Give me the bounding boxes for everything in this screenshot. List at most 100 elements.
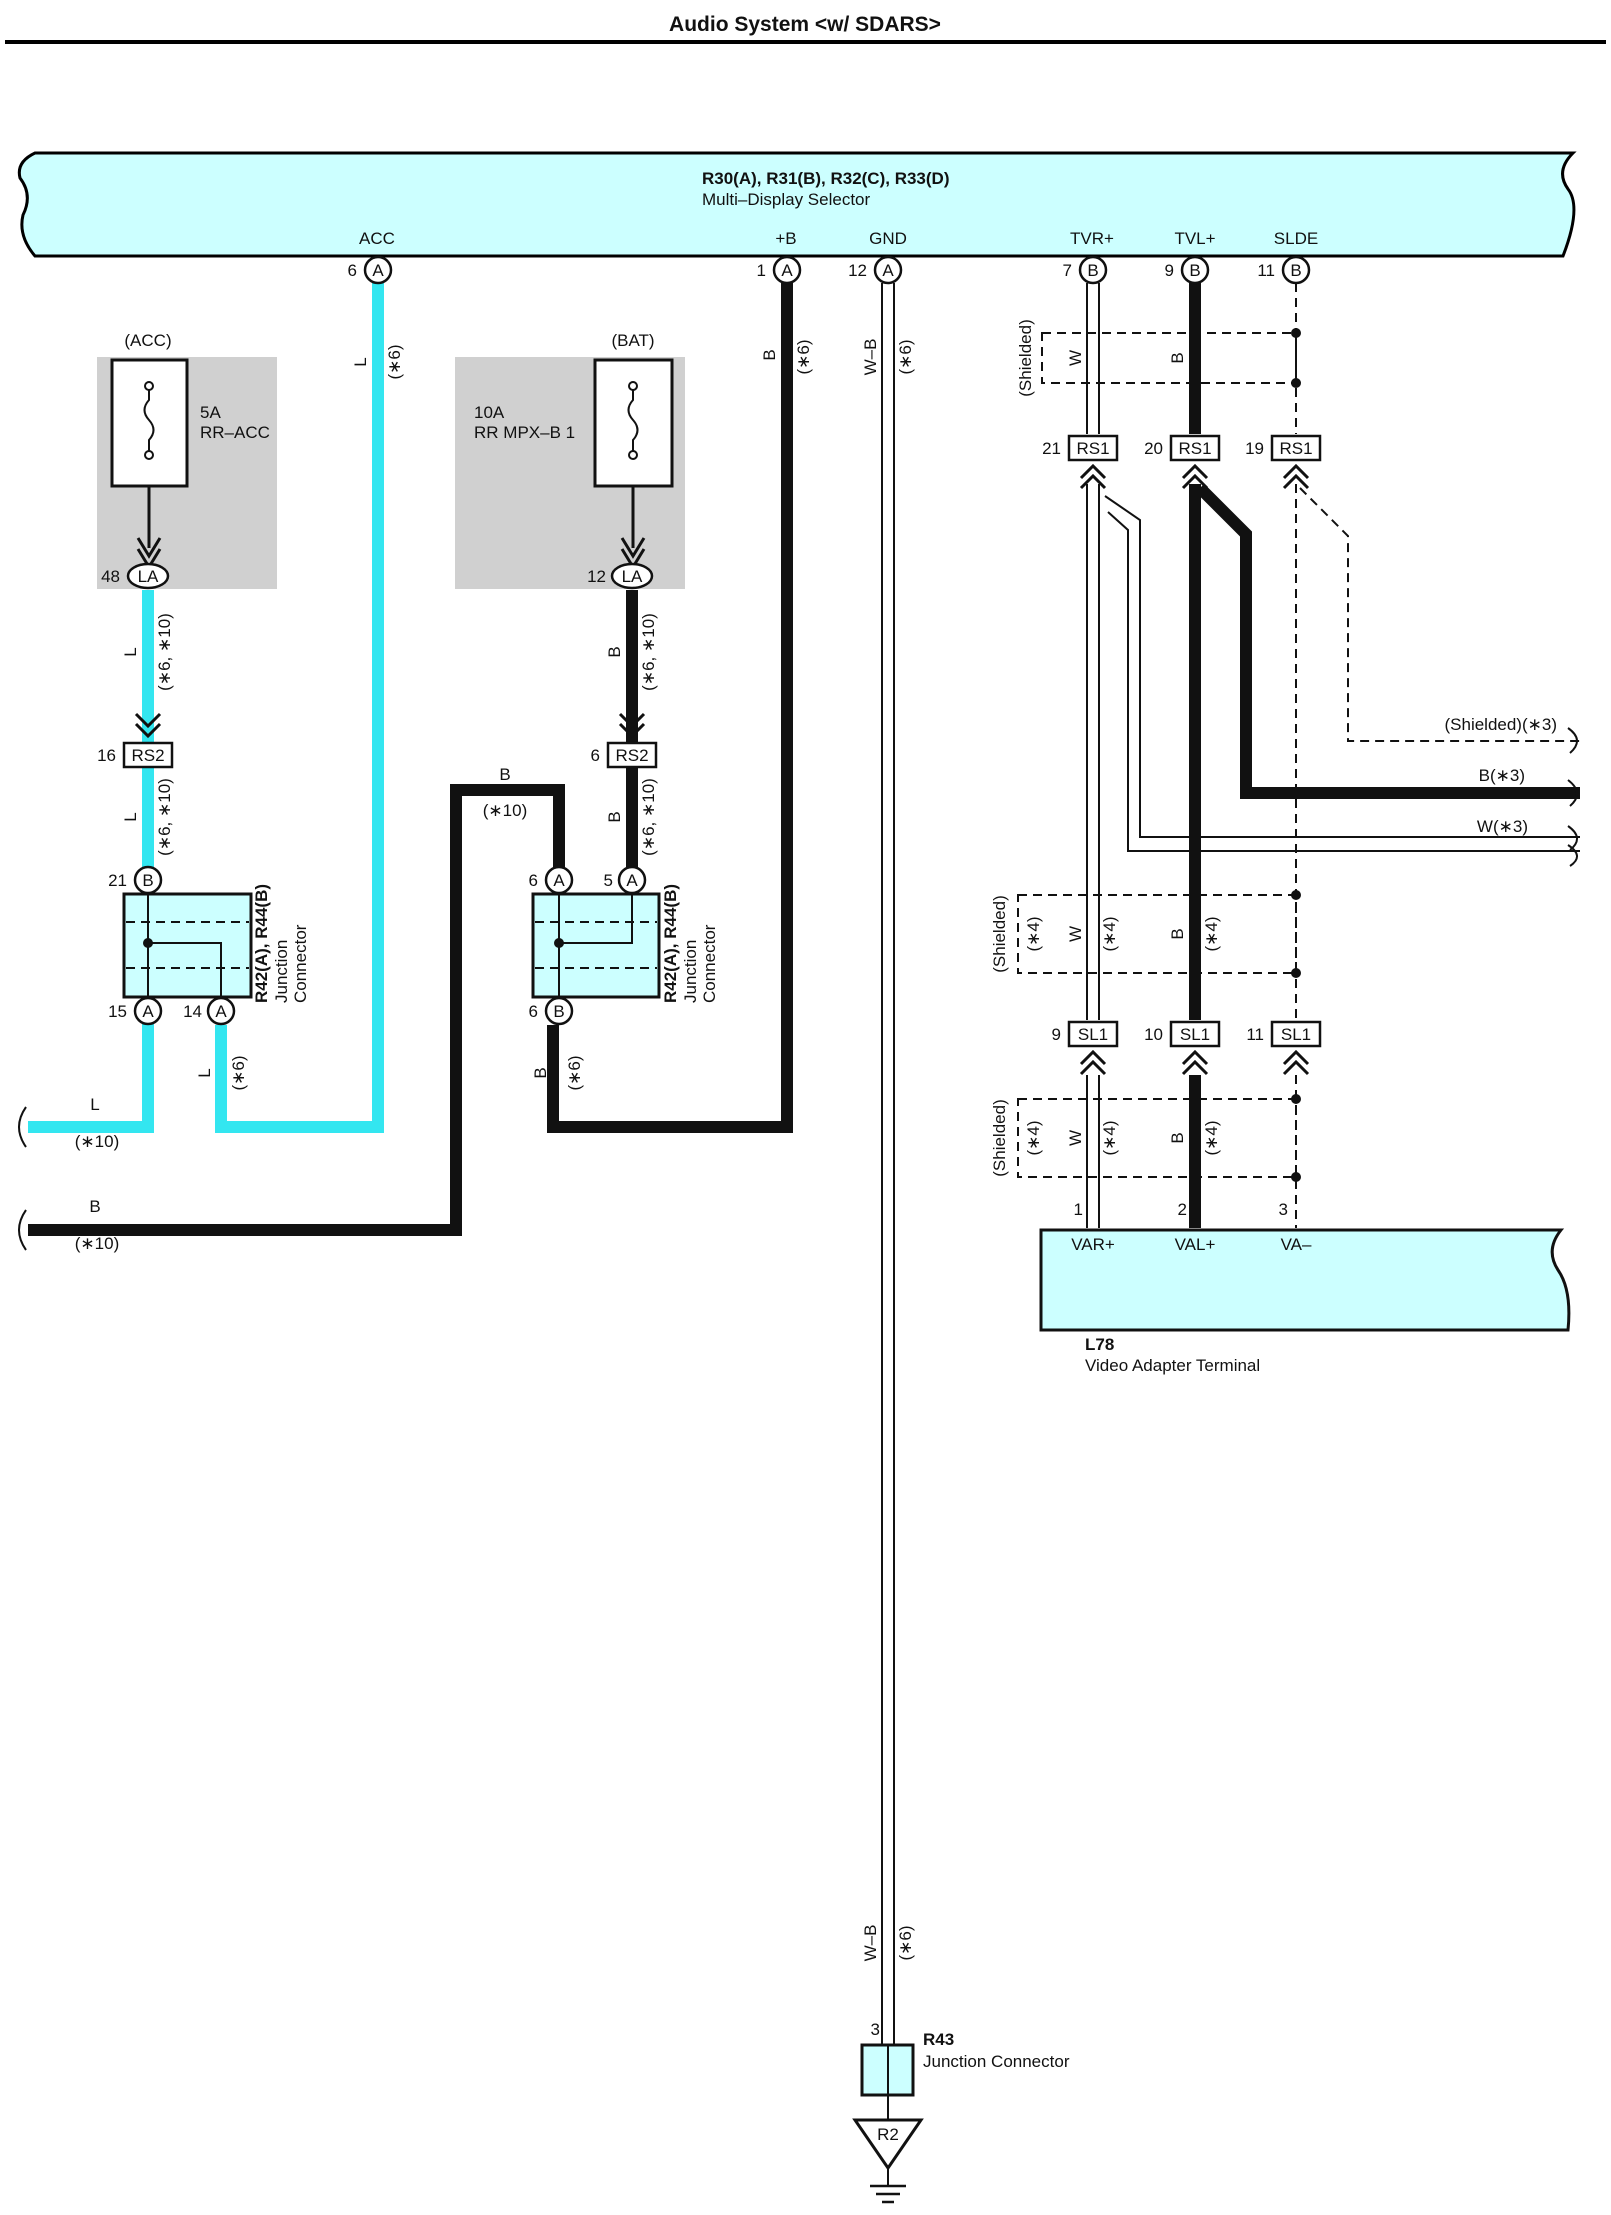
ground-triangle-icon	[852, 2118, 924, 2171]
wire-b3	[1195, 483, 1580, 799]
rs1-arrow-icon	[1079, 463, 1107, 490]
jc-right-pin-bot-num: 6	[529, 1002, 538, 1021]
wire-label-b: B	[89, 1197, 100, 1216]
fuse-acc-amp: 5A	[200, 403, 221, 422]
la-connector-bat	[610, 562, 654, 590]
la-connector-acc-label: LA	[138, 567, 159, 586]
jc-left-text: R42(A), R44(B) Junction Connector	[252, 884, 310, 1003]
r43-ref: R43	[923, 2030, 954, 2049]
wire-label-b: B	[760, 349, 779, 360]
sl1-arrow-icon	[1282, 1049, 1310, 1076]
video-adapter-ref: L78	[1085, 1335, 1114, 1354]
jc-left-pin-bl	[133, 996, 163, 1026]
wire-label-b3: B(∗3)	[1479, 766, 1525, 785]
jc-right-pin-tl-num: 6	[529, 871, 538, 890]
fuse-bat-group: (BAT)	[611, 331, 654, 350]
video-term-name: VA–	[1281, 1235, 1312, 1254]
shield-dot	[1291, 378, 1301, 388]
wire-note: (∗4)	[1100, 1120, 1119, 1155]
wire-w3-b	[1107, 511, 1580, 852]
jc-right-pin-tl	[544, 865, 574, 895]
jc-left-pin-top	[133, 865, 163, 895]
shield-dot	[1291, 328, 1301, 338]
sl1-box	[1270, 1020, 1322, 1048]
sl1-arrow-icon	[1181, 1049, 1209, 1076]
rs1-arrow-icon	[1282, 463, 1310, 490]
jc-left-name1: Junction	[272, 940, 291, 1003]
wire-label-wb: W–B	[861, 339, 880, 376]
wire-note: (∗4)	[1024, 1120, 1043, 1155]
pin-plus-b-conn: A	[781, 261, 793, 280]
shield-dot	[1291, 890, 1301, 900]
shield-dot	[1291, 1094, 1301, 1104]
rs2-right-label: RS2	[615, 746, 648, 765]
fuse-acc-node	[144, 381, 154, 391]
rs1-label: RS1	[1076, 439, 1109, 458]
rs1-box	[1270, 434, 1322, 462]
wire-shielded3	[1299, 487, 1580, 742]
wire-note: (∗10)	[75, 1234, 119, 1253]
rs1-box	[1067, 434, 1119, 462]
multi-display-ref: R30(A), R31(B), R32(C), R33(D)	[702, 169, 949, 188]
rs1-pin: 19	[1245, 439, 1264, 458]
jc-right-name1: Junction	[681, 940, 700, 1003]
video-pin-num: 1	[1074, 1200, 1083, 1219]
pin-acc	[363, 255, 393, 285]
jc-left-pin-top-conn: B	[142, 871, 153, 890]
sl1-box	[1169, 1020, 1221, 1048]
shield-box-mid	[1017, 894, 1297, 974]
jc-left-node	[143, 938, 153, 948]
video-adapter-name: Video Adapter Terminal	[1085, 1356, 1260, 1375]
wire-note: (∗10)	[483, 801, 527, 820]
terminal-gnd-name: GND	[869, 229, 907, 248]
fuse-bat-node	[628, 450, 638, 460]
rs1-arrow-icon	[1181, 463, 1209, 490]
wire-break-right	[1567, 727, 1578, 867]
wire-note: (∗6, ∗10)	[155, 613, 174, 691]
wire-note: (∗6, ∗10)	[155, 778, 174, 856]
terminal-tvl-name: TVL+	[1174, 229, 1215, 248]
wire-note: (∗6)	[896, 339, 915, 374]
wire-label-w3: W(∗3)	[1477, 817, 1528, 836]
sl1-pin: 9	[1052, 1025, 1061, 1044]
terminal-b-name: +B	[775, 229, 796, 248]
fuse-bat-amp: 10A	[474, 403, 505, 422]
terminal-acc-name: ACC	[359, 229, 395, 248]
jc-right-text: R42(A), R44(B) Junction Connector	[661, 884, 719, 1003]
wire-plus-b	[547, 283, 793, 1133]
wire-label-wb: W–B	[861, 1925, 880, 1962]
jc-left-ref: R42(A), R44(B)	[252, 884, 271, 1003]
wire-left-output-l	[28, 1023, 154, 1133]
jc-right-pin-tl-conn: A	[553, 871, 565, 890]
sl1-pin: 10	[1144, 1025, 1163, 1044]
shield-dot	[1291, 968, 1301, 978]
sl1-label: SL1	[1281, 1025, 1311, 1044]
wire-note: (∗4)	[1100, 916, 1119, 951]
wire-note: (∗6)	[794, 339, 813, 374]
wire-note: (∗4)	[1202, 916, 1221, 951]
vertical-wire-labels: L (∗6) B (∗6) W–B (∗6) W–B (∗6) L (∗6, ∗…	[121, 319, 1221, 1961]
multi-display-selector-body	[17, 151, 1577, 258]
la-connector-bat-pin: 12	[587, 567, 606, 586]
fuse-acc-box	[110, 358, 189, 488]
sl1-pin: 11	[1246, 1025, 1264, 1044]
wire-label-l: L	[351, 357, 370, 366]
sl1-label: SL1	[1180, 1025, 1210, 1044]
pin-tvr-num: 7	[1063, 261, 1072, 280]
diagram-title: Audio System <w/ SDARS>	[669, 13, 941, 36]
junction-connector-right	[531, 892, 661, 999]
shield-box-low	[1017, 1098, 1297, 1178]
video-pin-num: 2	[1178, 1200, 1187, 1219]
shield-label: (Shielded)	[1016, 319, 1035, 397]
wire-label-b: B	[1168, 928, 1187, 939]
wire-label-w: W	[1066, 926, 1085, 942]
jc-right-node	[554, 938, 564, 948]
rs1-box	[1169, 434, 1221, 462]
rs1-label: RS1	[1279, 439, 1312, 458]
ground-label: R2	[877, 2125, 899, 2144]
pin-acc-num: 6	[348, 261, 357, 280]
wire-note: (∗6, ∗10)	[639, 613, 658, 691]
la-connector-acc	[126, 562, 170, 590]
fuse-acc-group: (ACC)	[124, 331, 171, 350]
